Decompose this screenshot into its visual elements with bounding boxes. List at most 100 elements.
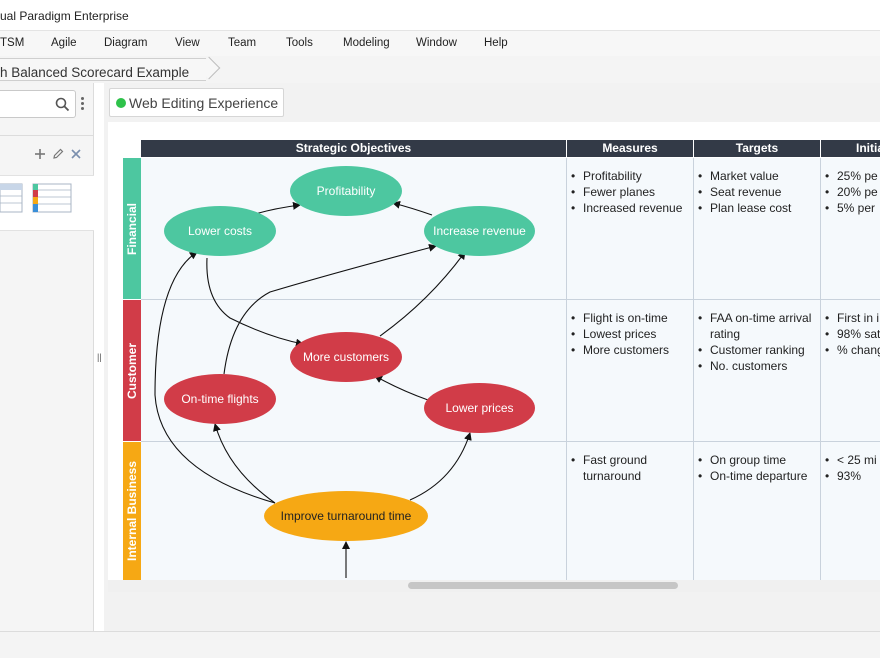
breadcrumb[interactable]: h Balanced Scorecard Example xyxy=(0,58,206,81)
connector-on-time-flights-to-increase-revenue xyxy=(223,243,437,375)
status-dot-icon xyxy=(116,98,126,108)
lane-customer[interactable]: Customer xyxy=(123,300,141,441)
list-item: Market value xyxy=(696,168,791,184)
lane-internal-business[interactable]: Internal Business xyxy=(123,442,141,580)
list-item: Flight is on-time xyxy=(569,310,669,326)
more-vert-icon[interactable] xyxy=(79,97,85,113)
header-measures[interactable]: Measures xyxy=(567,140,693,157)
bullet-list: Flight is on-time Lowest prices More cus… xyxy=(569,310,669,358)
menu-item-diagram[interactable]: Diagram xyxy=(104,37,148,49)
connector-turnaround-to-on-time-flights xyxy=(213,423,276,504)
objective-more-customers[interactable]: More customers xyxy=(290,332,402,382)
measures-cell-financial[interactable]: Profitability Fewer planes Increased rev… xyxy=(567,158,694,300)
list-item: Increased revenue xyxy=(569,200,682,216)
list-item: 25% pe xyxy=(823,168,878,184)
list-item: FAA on-time arrival xyxy=(696,310,811,326)
bullet-list: Fast ground turnaround xyxy=(569,452,647,484)
connector-lower-costs-to-profitability xyxy=(254,201,301,215)
connector-turnaround-to-lower-prices xyxy=(409,432,472,501)
header-targets[interactable]: Targets xyxy=(694,140,820,157)
list-item: More customers xyxy=(569,342,669,358)
bullet-list: Profitability Fewer planes Increased rev… xyxy=(569,168,682,216)
objective-lower-prices-label: Lower prices xyxy=(445,401,514,415)
objective-lower-costs[interactable]: Lower costs xyxy=(164,206,276,256)
menu-item-team[interactable]: Team xyxy=(228,37,257,49)
diagram-thumbnail[interactable] xyxy=(0,176,94,232)
targets-cell-customer[interactable]: FAA on-time arrival rating Customer rank… xyxy=(694,300,821,442)
breadcrumb-bar: h Balanced Scorecard Example xyxy=(0,56,880,83)
bullet-list: First in i 98% sat % chang xyxy=(823,310,880,358)
lane-financial[interactable]: Financial xyxy=(123,158,141,299)
objective-more-customers-label: More customers xyxy=(302,350,390,364)
bullet-list: < 25 mi 93% xyxy=(823,452,877,484)
list-item: 93% xyxy=(823,468,877,484)
bullet-list: 25% pe 20% pe 5% per xyxy=(823,168,878,216)
objective-lower-costs-label: Lower costs xyxy=(187,224,253,238)
measures-cell-customer[interactable]: Flight is on-time Lowest prices More cus… xyxy=(567,300,694,442)
list-item: First in i xyxy=(823,310,880,326)
edit-icon[interactable] xyxy=(52,148,64,160)
add-icon[interactable] xyxy=(34,148,46,160)
objective-profitability-label: Profitability xyxy=(316,184,376,198)
objective-lower-prices[interactable]: Lower prices xyxy=(424,383,535,433)
menu-item-help[interactable]: Help xyxy=(484,37,508,49)
menu-item-window[interactable]: Window xyxy=(416,37,457,49)
objective-increase-revenue-label: Increase revenue xyxy=(433,224,526,238)
objective-improve-turnaround-label: Improve turnaround time xyxy=(280,509,412,523)
initiatives-cell-financial[interactable]: 25% pe 20% pe 5% per xyxy=(821,158,880,300)
horizontal-scrollbar-thumb[interactable] xyxy=(408,582,678,589)
close-icon[interactable] xyxy=(70,148,82,160)
bullet-list: Market value Seat revenue Plan lease cos… xyxy=(696,168,791,216)
panel-tools xyxy=(0,143,94,167)
header-initiatives[interactable]: Initia xyxy=(821,140,880,157)
menu-item-agile[interactable]: Agile xyxy=(51,37,77,49)
menu-bar: TSM Agile Diagram View Team Tools Modeli… xyxy=(0,31,880,56)
window-title: ual Paradigm Enterprise xyxy=(0,9,129,23)
objective-increase-revenue[interactable]: Increase revenue xyxy=(424,206,535,256)
diagram-navigator-panel xyxy=(0,83,94,631)
title-bar: ual Paradigm Enterprise xyxy=(0,0,880,31)
menu-item-view[interactable]: View xyxy=(175,37,200,49)
list-item: rating xyxy=(710,327,741,341)
list-item: 20% pe xyxy=(823,184,878,200)
list-item: 5% per xyxy=(823,200,878,216)
list-item: Seat revenue xyxy=(696,184,791,200)
bullet-list: On group time On-time departure xyxy=(696,452,807,484)
list-item: Fast ground xyxy=(569,452,647,468)
menu-item-tools[interactable]: Tools xyxy=(286,37,313,49)
connector-lower-costs-to-more-customers xyxy=(206,257,304,347)
list-item: Plan lease cost xyxy=(696,200,791,216)
search-input[interactable] xyxy=(0,90,76,118)
web-editing-button[interactable]: Web Editing Experience xyxy=(109,88,284,117)
list-item: turnaround xyxy=(583,469,642,483)
list-item: < 25 mi xyxy=(823,452,877,468)
initiatives-cell-customer[interactable]: First in i 98% sat % chang xyxy=(821,300,880,442)
objective-on-time-flights-label: On-time flights xyxy=(181,392,259,406)
list-item: No. customers xyxy=(696,358,811,374)
connector-turnaround-to-lower-costs xyxy=(154,251,276,504)
menu-item-tsm[interactable]: TSM xyxy=(0,37,25,49)
objective-profitability[interactable]: Profitability xyxy=(290,166,402,216)
list-item: Fewer planes xyxy=(569,184,682,200)
targets-cell-internal[interactable]: On group time On-time departure xyxy=(694,442,821,580)
web-editing-label: Web Editing Experience xyxy=(129,95,279,111)
objective-on-time-flights[interactable]: On-time flights xyxy=(164,374,276,424)
panel-splitter-handle[interactable]: || xyxy=(97,352,102,362)
bullet-list: FAA on-time arrival rating Customer rank… xyxy=(696,310,811,374)
targets-cell-financial[interactable]: Market value Seat revenue Plan lease cos… xyxy=(694,158,821,300)
list-item: On-time departure xyxy=(696,468,807,484)
objective-improve-turnaround[interactable]: Improve turnaround time xyxy=(264,491,428,541)
search-icon[interactable] xyxy=(55,97,70,112)
list-item: % chang xyxy=(823,342,880,358)
header-strategic-objectives[interactable]: Strategic Objectives xyxy=(141,140,566,157)
measures-cell-internal[interactable]: Fast ground turnaround xyxy=(567,442,694,580)
list-item: On group time xyxy=(696,452,807,468)
list-item: 98% sat xyxy=(823,326,880,342)
list-item: Lowest prices xyxy=(569,326,669,342)
initiatives-cell-internal[interactable]: < 25 mi 93% xyxy=(821,442,880,580)
connector-more-customers-to-increase-revenue xyxy=(379,251,466,337)
menu-item-modeling[interactable]: Modeling xyxy=(343,37,390,49)
list-item: Profitability xyxy=(569,168,682,184)
panel-divider xyxy=(0,135,94,136)
